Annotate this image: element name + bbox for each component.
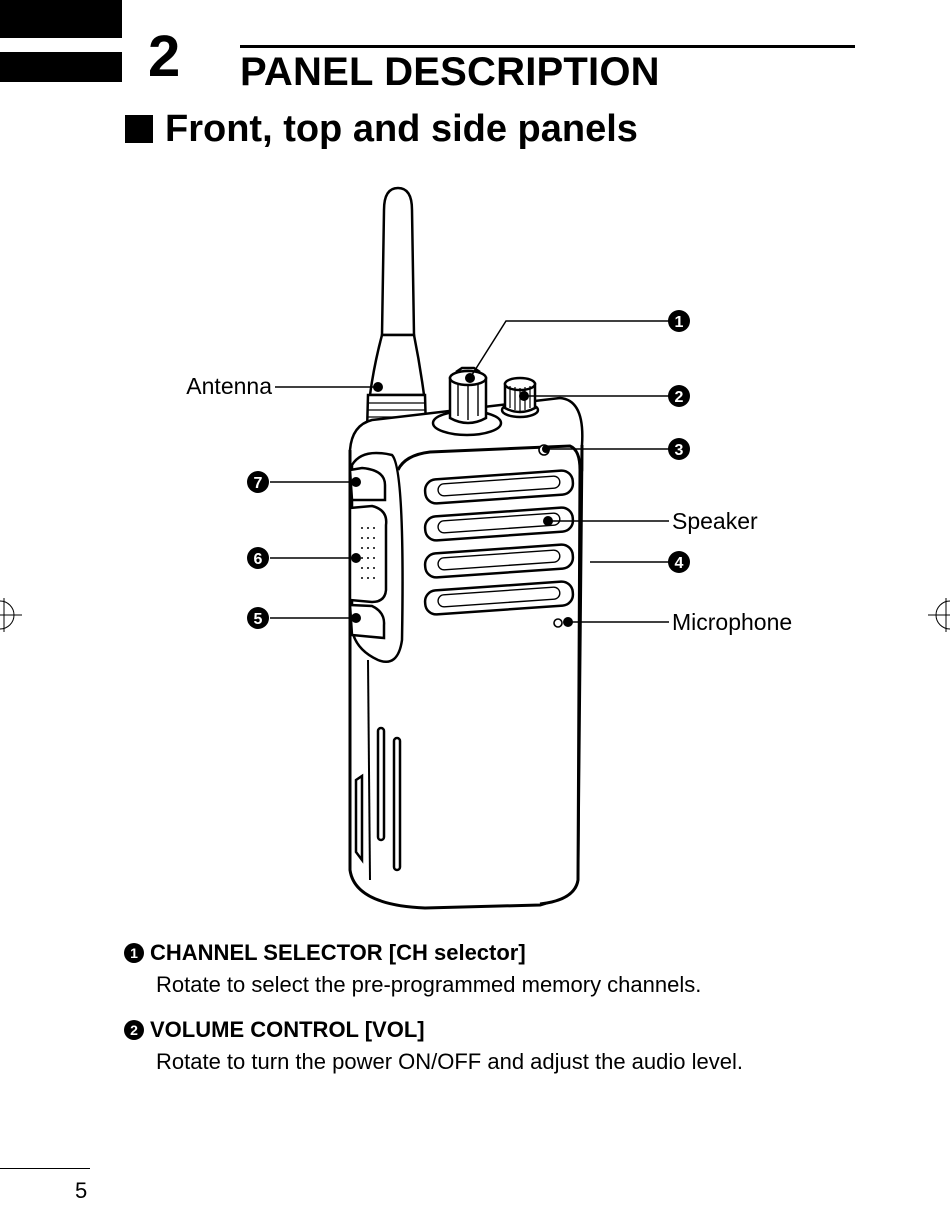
antenna-drawing [365, 186, 428, 434]
svg-text:5: 5 [254, 611, 263, 628]
callout-4: 4 [668, 551, 690, 573]
svg-text:1: 1 [675, 314, 684, 331]
description-1: 1 CHANNEL SELECTOR [CH selector] Rotate … [124, 940, 892, 999]
callout-6: 6 [247, 547, 269, 569]
title-rule [240, 45, 855, 48]
microphone-label: Microphone [672, 609, 792, 635]
page-number: 5 [75, 1178, 88, 1203]
chapter-tab-top [0, 0, 122, 38]
chapter-title: PANEL DESCRIPTION [240, 50, 660, 94]
description-1-body: Rotate to select the pre-programmed memo… [156, 972, 702, 998]
svg-text:7: 7 [254, 475, 263, 492]
speaker-grille [423, 469, 575, 616]
description-2-title: VOLUME CONTROL [VOL] [150, 1017, 425, 1042]
speaker-label: Speaker [672, 508, 758, 534]
description-2: 2 VOLUME CONTROL [VOL] Rotate to turn th… [124, 1017, 892, 1076]
footer-rule [0, 1168, 90, 1169]
description-2-body: Rotate to turn the power ON/OFF and adju… [156, 1049, 743, 1075]
section-title: Front, top and side panels [125, 110, 638, 148]
description-2-heading: 2 VOLUME CONTROL [VOL] [124, 1017, 892, 1043]
callout-3: 3 [668, 438, 690, 460]
microphone-hole [553, 618, 563, 628]
registration-mark-left [0, 598, 22, 632]
svg-text:3: 3 [675, 442, 684, 459]
svg-text:2: 2 [675, 389, 684, 406]
antenna-label: Antenna [186, 373, 272, 399]
callout-2: 2 [668, 385, 690, 407]
callout-1: 1 [668, 310, 690, 332]
svg-text:4: 4 [675, 555, 684, 572]
callout-5: 5 [247, 607, 269, 629]
svg-text:6: 6 [254, 551, 263, 568]
description-1-heading: 1 CHANNEL SELECTOR [CH selector] [124, 940, 892, 966]
volume-control-drawing [500, 376, 540, 419]
chapter-number: 2 [148, 24, 181, 89]
chapter-tab-bottom [0, 52, 122, 82]
description-2-number: 2 [124, 1020, 144, 1041]
section-square-icon [125, 115, 153, 143]
side-panel [348, 451, 404, 663]
callout-7: 7 [247, 471, 269, 493]
leader-dots [351, 373, 573, 627]
battery-grooves [354, 659, 402, 881]
description-1-title: CHANNEL SELECTOR [CH selector] [150, 940, 526, 965]
section-title-text: Front, top and side panels [165, 108, 638, 150]
radio-diagram: 1 2 3 4 5 6 7 Antenna Speaker Microphone [186, 186, 792, 910]
leader-lines [270, 320, 669, 623]
registration-mark-right [928, 598, 950, 632]
description-1-number: 1 [124, 943, 144, 964]
